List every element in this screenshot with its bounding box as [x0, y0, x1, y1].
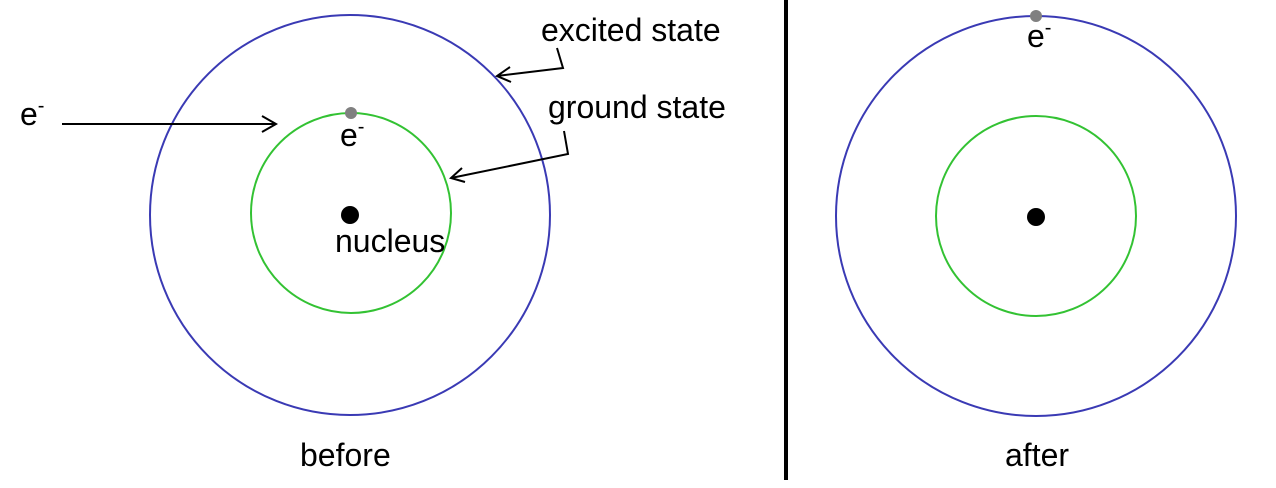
excited-electron-label: e-	[1027, 17, 1051, 54]
excited-state-orbit	[149, 14, 551, 416]
ground-state-label: ground state	[548, 89, 726, 125]
ground-state-orbit	[935, 115, 1137, 317]
incoming-electron-label: e-	[20, 95, 44, 132]
bound-electron-label: e-	[340, 116, 364, 153]
nucleus-label: nucleus	[335, 223, 445, 259]
incoming-electron-arrow	[62, 115, 279, 133]
ground-state-arrow	[448, 130, 570, 183]
excited-state-label: excited state	[541, 12, 721, 48]
excited-state-arrow	[494, 47, 565, 83]
after-panel: e- after	[835, 10, 1237, 473]
excited-electron-dot	[1030, 10, 1042, 22]
before-panel: e- e- nucleus excited state ground state…	[20, 12, 726, 473]
nucleus-dot	[1027, 208, 1045, 226]
bound-electron-dot	[345, 107, 357, 119]
before-caption: before	[300, 437, 391, 473]
nucleus-dot	[341, 206, 359, 224]
after-caption: after	[1005, 437, 1069, 473]
